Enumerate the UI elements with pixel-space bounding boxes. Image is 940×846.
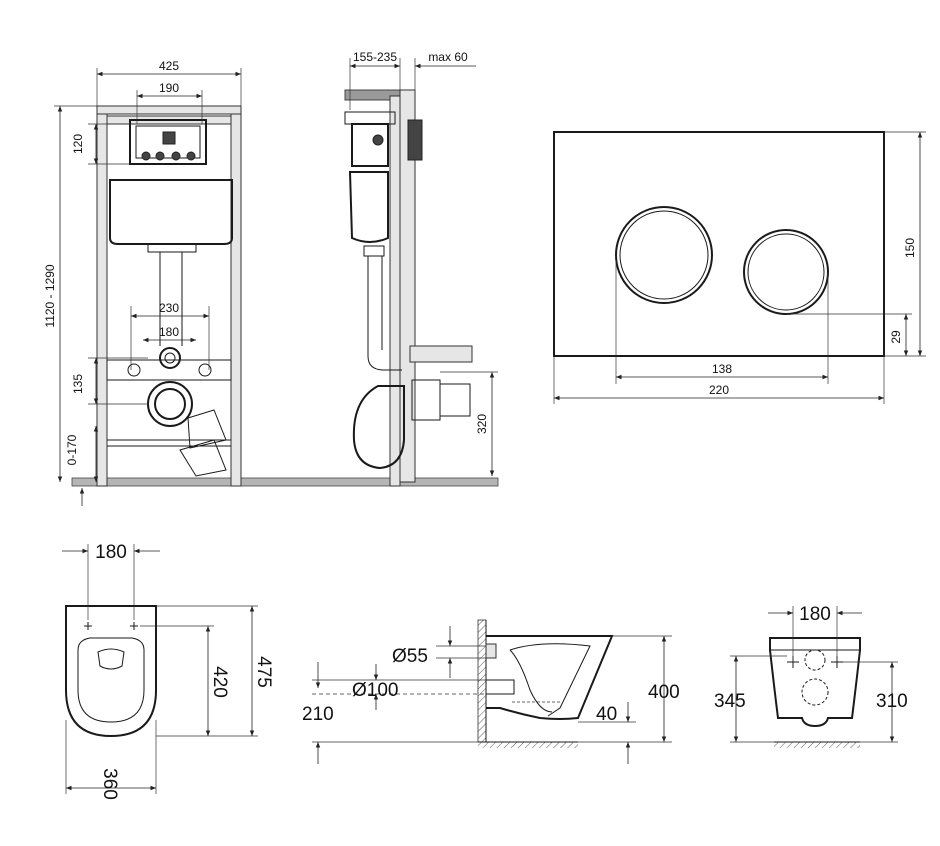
dim-150: 150	[903, 238, 917, 258]
bowl-top-dimensions: 180 420 475 360	[62, 542, 274, 800]
water-inlet	[159, 347, 181, 369]
dim-40: 40	[596, 704, 617, 725]
flush-control-box	[129, 119, 207, 165]
bolt-left	[127, 363, 141, 377]
cistern-tank	[109, 179, 233, 245]
dim-max-60: max 60	[428, 50, 468, 64]
dim-180-front: 180	[799, 604, 831, 625]
dim-345: 345	[714, 691, 746, 712]
drain-bend	[352, 385, 405, 470]
bowl-inner-top	[77, 637, 145, 723]
dim-320: 320	[475, 414, 489, 434]
dim-29: 29	[889, 330, 903, 344]
frame-dimensions: 425 190 120 1120 - 1290 230 180 135 0-17…	[43, 59, 242, 506]
frame-post-right	[230, 105, 242, 487]
wall-hatch	[477, 619, 487, 743]
dim-180-top: 180	[95, 542, 127, 563]
dim-180-frame: 180	[159, 325, 179, 339]
bowl-top-view	[65, 605, 157, 738]
dim-1120-1290: 1120 - 1290	[43, 264, 57, 327]
dim-230: 230	[159, 301, 179, 315]
bowl-front-dimensions: 180 345 310	[714, 604, 908, 743]
side-dimensions: 155-235 max 60 320	[349, 50, 498, 476]
bowl-outline-front	[769, 637, 861, 728]
dim-360: 360	[99, 768, 120, 800]
flush-plate-view	[553, 131, 885, 357]
dim-420: 420	[209, 666, 230, 698]
dim-310: 310	[876, 691, 908, 712]
flush-button-large[interactable]	[615, 206, 713, 304]
cistern-side	[348, 171, 389, 243]
dim-0-170: 0-170	[65, 434, 79, 465]
inlet-connector	[409, 345, 473, 363]
bowl-side-view	[477, 619, 614, 748]
dim-155-235: 155-235	[353, 50, 397, 64]
flush-plate-side	[407, 119, 423, 161]
flush-plate	[553, 131, 885, 357]
dim-190: 190	[159, 81, 179, 95]
floor-slab	[71, 477, 499, 487]
flush-plate-dimensions: 150 29 138 220	[553, 131, 926, 404]
frame-top-bar	[96, 105, 242, 115]
dim-d55: Ø55	[392, 646, 428, 667]
flush-button-small[interactable]	[743, 229, 829, 315]
dim-138: 138	[712, 362, 732, 376]
dim-120: 120	[71, 134, 85, 154]
frame-post-left	[96, 105, 108, 487]
bowl-outline-top	[65, 605, 157, 738]
bowl-outline-side	[486, 635, 614, 720]
frame-front-view	[71, 105, 499, 487]
bolt-rail	[106, 359, 232, 381]
dim-425: 425	[159, 59, 179, 73]
bowl-front-view	[769, 637, 861, 748]
frame-side-view	[344, 89, 473, 487]
bolt-right	[198, 363, 212, 377]
dim-210: 210	[302, 704, 334, 725]
dim-400: 400	[648, 682, 680, 703]
dim-135: 135	[71, 374, 85, 394]
dim-220: 220	[709, 383, 729, 397]
bowl-side-dimensions: Ø55 Ø100 210 400 40	[302, 626, 680, 764]
dim-d100: Ø100	[352, 680, 398, 701]
dim-475: 475	[253, 656, 274, 688]
